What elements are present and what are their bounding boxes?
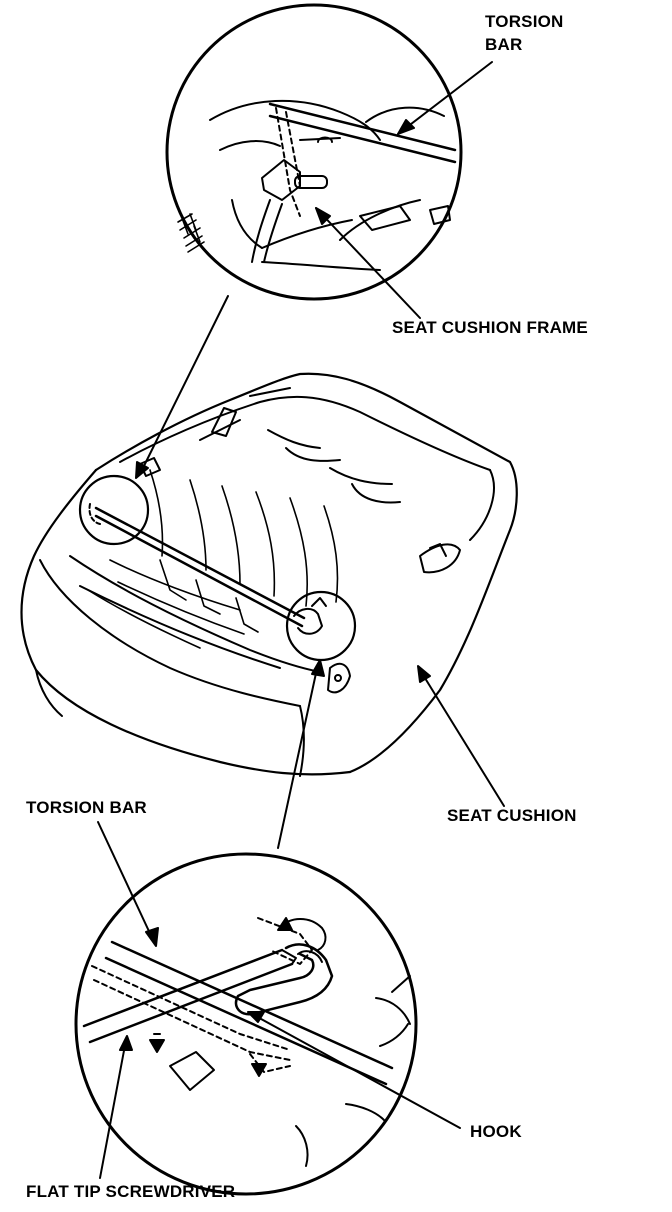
bottom-detail-view [74,852,418,1196]
seat-cushion-body [20,372,518,777]
top-detail-torsion-bar [268,102,457,164]
top-detail-circle [165,3,463,301]
label-torsion-bar-top-line1: TORSION [485,12,564,31]
bottom-detail-screwdriver [82,948,294,1044]
callout-arrows [97,61,505,1179]
label-seat-cushion: SEAT CUSHION [447,806,577,825]
label-torsion-bar-top-line2: BAR [485,35,523,54]
label-hook: HOOK [470,1122,522,1141]
label-seat-cushion-frame: SEAT CUSHION FRAME [392,318,588,337]
top-detail-hook-bracket [275,107,301,217]
bottom-detail-circle [74,852,418,1196]
top-detail-view [165,3,463,301]
seat-contour-lines [87,469,339,649]
top-detail-hatch-marks [177,213,205,253]
label-torsion-bar-bottom: TORSION BAR [26,798,147,817]
main-view-left-callout-circle [78,474,150,546]
main-view-torsion-bar [88,503,327,635]
label-flat-tip-screwdriver: FLAT TIP SCREWDRIVER [26,1182,236,1201]
bottom-detail-hook [234,943,334,1016]
bottom-detail-torsion-bar [104,940,394,1086]
